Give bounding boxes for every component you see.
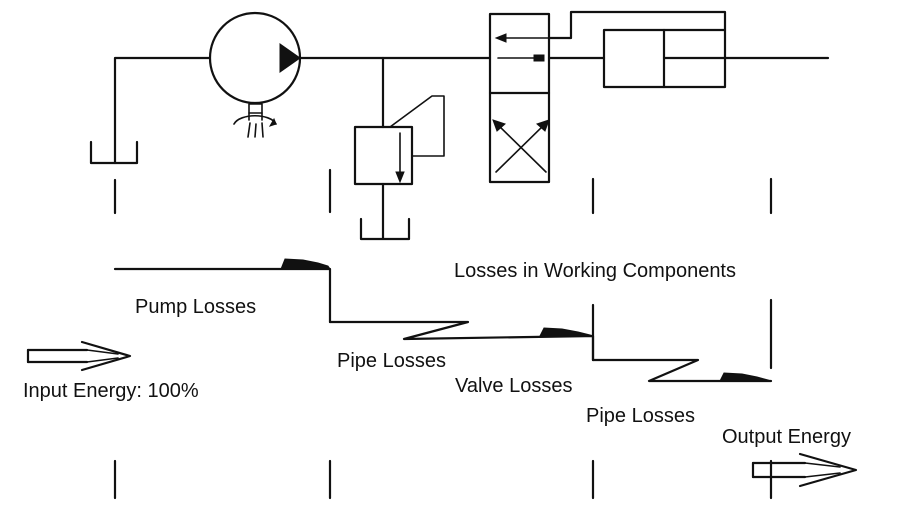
- label-input-energy: Input Energy: 100%: [23, 380, 199, 402]
- suction-line: [113, 56, 212, 165]
- directional-valve-symbol: [488, 12, 551, 184]
- cylinder-return-line: [547, 10, 727, 40]
- label-pipe-losses-1: Pipe Losses: [337, 350, 446, 372]
- pump-loss-wedge: [280, 258, 331, 270]
- hydraulic-circuit: [89, 10, 830, 241]
- input-energy-arrow: [26, 340, 132, 372]
- label-output-energy: Output Energy: [722, 426, 851, 448]
- label-pipe-losses-2: Pipe Losses: [586, 405, 695, 427]
- reservoir-left: [89, 140, 139, 165]
- reservoir-right: [359, 217, 411, 241]
- pump-symbol: [208, 11, 302, 138]
- relief-valve-symbol: [353, 95, 445, 186]
- stage-dividers: [113, 168, 773, 500]
- output-energy-arrow: [751, 452, 858, 488]
- valve-loss-wedge: [539, 327, 594, 337]
- pipe-loss-wedge: [719, 372, 772, 382]
- label-valve-losses: Valve Losses: [455, 375, 572, 397]
- label-losses-in-working-components: Losses in Working Components: [454, 260, 736, 282]
- cylinder-symbol: [602, 28, 830, 89]
- label-pump-losses: Pump Losses: [135, 296, 256, 318]
- energy-step-line: [113, 258, 773, 383]
